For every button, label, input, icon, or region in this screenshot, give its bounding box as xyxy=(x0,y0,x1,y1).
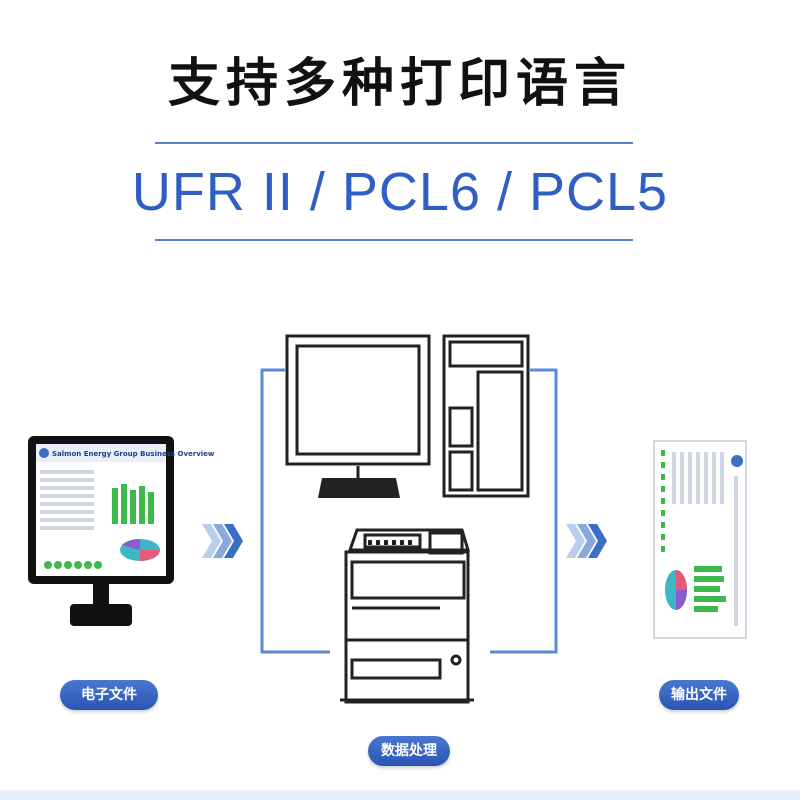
top-divider xyxy=(155,142,633,144)
right-connector xyxy=(490,368,558,654)
left-connector xyxy=(260,368,330,654)
computer-tower-icon xyxy=(442,334,530,498)
screen-document-heading: Salmon Energy Group Business Overview xyxy=(52,450,215,458)
output-file-label: 输出文件 xyxy=(659,680,739,710)
printer-icon xyxy=(340,528,474,704)
left-chevron-arrow-icon xyxy=(202,524,243,558)
electronic-file-monitor-icon: Salmon Energy Group Business Overview xyxy=(28,436,215,626)
data-processing-label: 数据处理 xyxy=(368,736,450,766)
electronic-file-label: 电子文件 xyxy=(60,680,158,710)
output-printed-page-icon xyxy=(653,440,747,639)
right-chevron-arrow-icon xyxy=(566,524,607,558)
page-title: 支持多种打印语言 xyxy=(167,54,632,114)
computer-monitor-icon xyxy=(285,334,431,478)
connector-lines xyxy=(260,368,558,654)
bottom-band xyxy=(0,790,800,800)
bottom-divider xyxy=(155,239,633,241)
page-subtitle: UFR II / PCL6 / PCL5 xyxy=(131,162,669,222)
